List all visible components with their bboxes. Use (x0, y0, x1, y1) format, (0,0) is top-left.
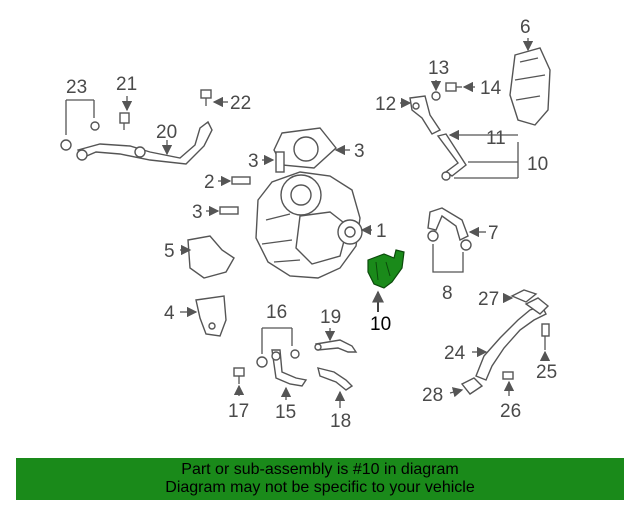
callout-2[interactable]: 2 (204, 172, 215, 193)
leader-9 (432, 244, 464, 273)
callout-5[interactable]: 4 (164, 303, 175, 324)
part-3-stud-b[interactable] (219, 206, 239, 215)
callout-26[interactable]: 25 (536, 362, 557, 383)
callout-6[interactable]: 5 (164, 241, 175, 262)
callout-17[interactable]: 16 (266, 302, 287, 323)
part-4-gasket[interactable] (273, 127, 337, 169)
callout-1[interactable]: 1 (376, 221, 387, 242)
info-banner: Part or sub-assembly is #10 in diagram D… (16, 458, 624, 500)
callout-20[interactable]: 19 (320, 307, 341, 328)
part-16-pipe[interactable] (271, 349, 308, 387)
callout-22[interactable]: 21 (116, 74, 137, 95)
callout-9[interactable]: 8 (442, 283, 453, 304)
callout-8[interactable]: 7 (488, 223, 499, 244)
part-26-bolt[interactable] (541, 323, 550, 350)
part-22-bolt[interactable] (119, 112, 130, 130)
part-21-oil-line[interactable] (76, 120, 213, 165)
callout-29[interactable]: 28 (422, 385, 443, 406)
part-24-washer-b[interactable] (90, 121, 100, 131)
leader-11 (454, 142, 519, 179)
part-27-bolt[interactable] (502, 371, 514, 380)
callout-24[interactable]: 23 (66, 77, 87, 98)
leader-29 (449, 387, 464, 398)
part-14-washer[interactable] (431, 91, 441, 101)
part-28-gasket[interactable] (510, 289, 538, 303)
callout-28[interactable]: 27 (478, 289, 499, 310)
callout-23[interactable]: 22 (230, 93, 251, 114)
part-20-pipe[interactable] (314, 339, 358, 353)
part-24-washer-a[interactable] (60, 139, 72, 151)
part-7-heat-shield[interactable] (509, 47, 551, 126)
part-18-bolt[interactable] (233, 367, 245, 384)
part-2-stud[interactable] (231, 176, 251, 185)
callout-11[interactable]: 10 (527, 154, 548, 175)
part-6-shield[interactable] (187, 235, 235, 279)
callout-21[interactable]: 20 (156, 122, 177, 143)
callout-15[interactable]: 14 (480, 78, 502, 99)
callout-3b[interactable]: 3 (192, 202, 203, 223)
callout-27[interactable]: 26 (500, 401, 521, 422)
part-8-tube[interactable] (427, 207, 472, 251)
part-13-bracket[interactable] (409, 95, 442, 135)
part-19-pipe[interactable] (317, 367, 354, 391)
callout-19[interactable]: 18 (330, 411, 351, 432)
leader-24 (65, 99, 95, 135)
part-3-stud-a[interactable] (275, 151, 285, 173)
callout-16[interactable]: 15 (275, 402, 296, 423)
leader-17 (261, 327, 293, 354)
part-23-bolt[interactable] (200, 89, 212, 106)
part-17-washer-a[interactable] (256, 356, 268, 368)
part-25-oil-tube[interactable] (475, 297, 550, 381)
callout-25[interactable]: 24 (444, 343, 466, 364)
banner-line-2: Diagram may not be specific to your vehi… (165, 479, 475, 496)
callout-3a[interactable]: 3 (248, 151, 259, 172)
callout-18[interactable]: 17 (228, 401, 249, 422)
part-1-turbocharger[interactable] (255, 171, 363, 279)
part-15-bolt[interactable] (445, 82, 462, 92)
part-11-oil-tube[interactable] (436, 133, 467, 181)
parts-diagram: 6 12 13 14 11 10 23 21 22 20 (60, 17, 557, 432)
banner-line-1: Part or sub-assembly is #10 in diagram (181, 461, 459, 478)
part-29-gasket[interactable] (460, 377, 484, 395)
callout-4[interactable]: 3 (354, 141, 365, 162)
part-17-washer-b[interactable] (290, 349, 300, 359)
callout-10[interactable]: 10 (370, 314, 391, 335)
callout-12[interactable]: 11 (486, 128, 506, 149)
part-5-bracket[interactable] (195, 295, 227, 337)
callout-13[interactable]: 12 (375, 94, 396, 115)
callout-14[interactable]: 13 (428, 58, 449, 79)
part-10-highlighted[interactable] (367, 249, 405, 289)
callout-7[interactable]: 6 (520, 17, 531, 38)
